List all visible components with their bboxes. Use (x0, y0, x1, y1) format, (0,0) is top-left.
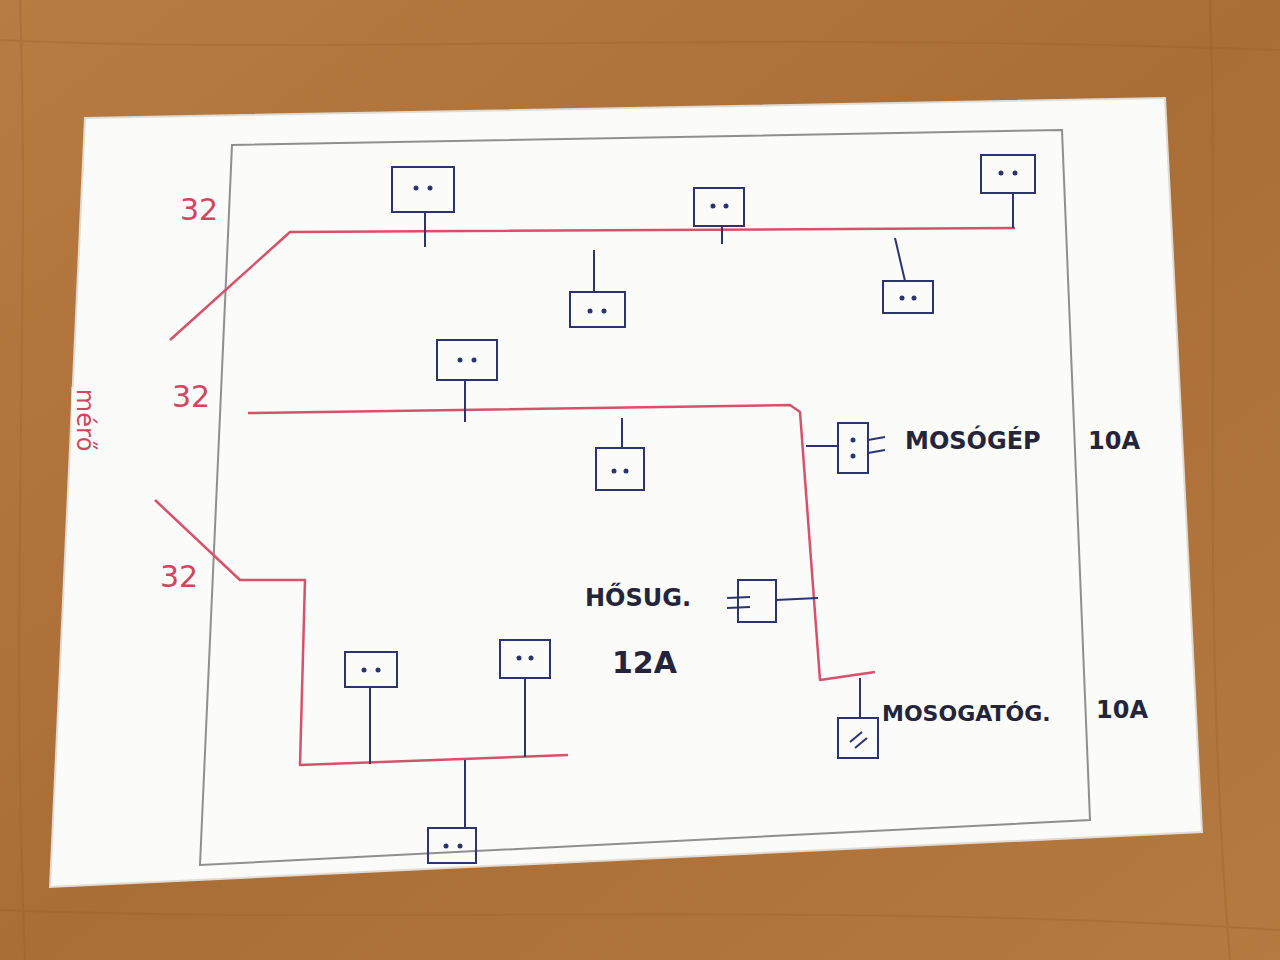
circuit-wire (170, 228, 1015, 340)
paper-sheet (50, 98, 1202, 887)
circuit-rating: 32 (170, 380, 212, 413)
socket-symbol (570, 292, 625, 327)
socket-symbol (738, 580, 776, 622)
circuit-rating: 32 (158, 560, 200, 593)
socket-symbol (345, 652, 397, 687)
socket-holes (362, 171, 1018, 849)
circuit-rating: 32 (178, 193, 220, 226)
appliance-name: MOSOGATÓG. (880, 702, 1053, 726)
socket-symbol (981, 155, 1035, 193)
sockets (345, 155, 1035, 863)
current-rating: 10A (1086, 428, 1142, 454)
circuit-wire (248, 405, 875, 680)
socket-symbol (883, 281, 933, 313)
socket-symbol (428, 828, 476, 863)
room-outline (200, 130, 1090, 865)
socket-symbol (694, 188, 744, 226)
socket-symbol (500, 640, 550, 678)
circuit-wire (155, 500, 568, 765)
red-wires (155, 228, 1015, 765)
socket-symbol (838, 423, 868, 473)
socket-symbol (392, 167, 454, 212)
current-rating: 10A (1094, 697, 1150, 723)
appliance-name: MOSÓGÉP (903, 428, 1043, 454)
meter-label: mérő (71, 387, 97, 454)
appliance-name: HŐSUG. (583, 585, 693, 611)
socket-symbol (838, 718, 878, 758)
socket-symbol (437, 340, 497, 380)
socket-symbol (596, 448, 644, 490)
current-rating: 12A (610, 646, 679, 679)
